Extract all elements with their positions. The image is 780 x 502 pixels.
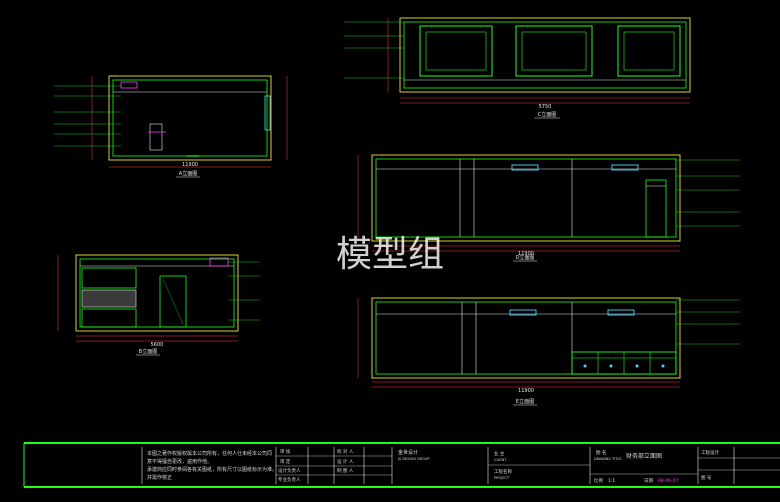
elevation-a: 11900 A立面图 xyxy=(54,75,288,178)
project-label-en: PROJECT xyxy=(494,476,510,480)
row-discipline-lead: 专业负责人 xyxy=(278,476,301,483)
drawing-no-label: 图 号 xyxy=(701,475,712,481)
elevation-c: 5750 C立面图 xyxy=(344,17,691,119)
date-value: 08-06-07 xyxy=(658,478,679,484)
elevation-b: 5600 B立面图 xyxy=(57,254,260,356)
elevation-e-label: E立面图 xyxy=(516,398,534,405)
elevation-c-frame xyxy=(399,17,691,93)
elevation-a-dim-total: 11900 xyxy=(182,162,198,168)
elevation-b-texture-panel xyxy=(81,289,137,308)
title-note-line-1: 本图之著作权版权属本公司所有，任何人仕未经本公司同 xyxy=(147,450,272,457)
title-note-line-3: 承建商应同时参阅各有关图纸，所有尺寸以图纸标示为准。 xyxy=(147,466,277,473)
elevation-b-label: B立面图 xyxy=(139,348,157,355)
title-note-line-4: 并需作核正 xyxy=(147,474,172,481)
role-checker: 校 对 人 xyxy=(337,448,354,455)
watermark: 模型组 xyxy=(336,234,444,275)
client-label-cn: 业 主 xyxy=(494,450,505,457)
elevation-a-inner xyxy=(112,79,268,157)
elevation-d: 11900 D立面图 xyxy=(357,154,740,262)
scale-label: 比例 xyxy=(594,477,603,484)
client-label-en: CLIENT xyxy=(494,458,507,462)
row-design-lead: 设计负责人 xyxy=(278,467,301,474)
drawing-title: 财务部立面图 xyxy=(626,452,662,460)
company-name-cn: 金世设计 xyxy=(398,449,418,456)
elevation-c-label: C立面图 xyxy=(538,111,557,118)
title-note-line-2: 意不得擅自更改，盗用作他。 xyxy=(147,458,212,465)
role-drafter: 制 图 人 xyxy=(337,467,354,474)
row-review: 审 核 xyxy=(280,448,291,455)
elevation-e: 11900 E立面图 xyxy=(357,297,740,406)
elevation-b-frame xyxy=(75,254,239,332)
elevation-b-dim-total: 5600 xyxy=(151,342,164,348)
project-label-cn: 工程名称 xyxy=(494,468,512,475)
elevation-d-dim-total: 11900 xyxy=(518,251,534,257)
company-name-en: JS DESIGN GROUP xyxy=(397,457,430,461)
elevation-a-frame xyxy=(108,75,272,161)
row-approve: 审 定 xyxy=(280,458,291,465)
elevation-a-label: A立面图 xyxy=(179,170,197,177)
title-block: 本图之著作权版权属本公司所有，任何人仕未经本公司同 意不得擅自更改，盗用作他。 … xyxy=(23,442,780,488)
design-stage: 工程设计 xyxy=(701,449,719,456)
elevation-e-frame xyxy=(371,297,681,379)
date-label: 日期 xyxy=(644,478,653,484)
elevation-c-dim-total: 5750 xyxy=(539,104,552,110)
drawing-label-en: DRAWING TITLE xyxy=(594,457,622,461)
elevation-e-dim-total: 11900 xyxy=(518,388,534,394)
drawing-label-cn: 图 名 xyxy=(596,449,606,456)
elevation-d-frame xyxy=(371,154,681,242)
role-designer: 设 计 人 xyxy=(337,458,354,465)
scale-value: 1:1 xyxy=(608,478,615,484)
elevation-d-label: D立面图 xyxy=(516,254,535,261)
